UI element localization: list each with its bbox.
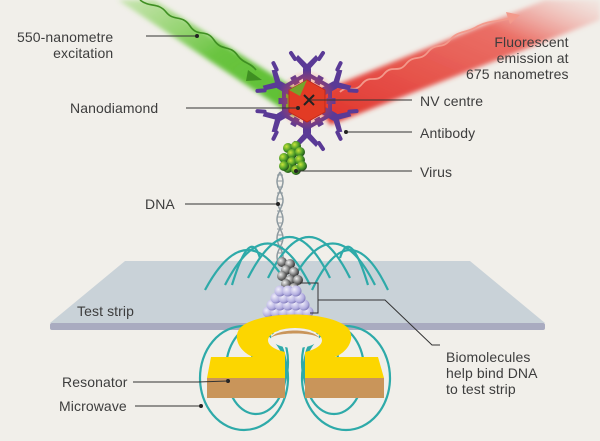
emission-beam [312,0,600,125]
antibody-fork [262,111,281,133]
excitation-beam-body [118,0,300,118]
microwave-arc [289,242,376,286]
label-antibody: Antibody [420,125,476,141]
leader-excitation-dot [195,34,199,38]
emission-arrowhead [506,12,520,24]
virus-particle [279,153,289,163]
leader-nanodiamond-dot [296,106,300,110]
microwave-arc [311,248,389,291]
leader-antibody-dot [344,130,348,134]
anchor-particle [277,271,287,281]
label-resonator: Resonator [62,374,128,390]
antibody-tip [335,61,359,93]
biomolecule-particle [274,285,286,297]
biomolecule-particle [282,285,294,297]
nanodiamond [277,70,337,130]
resonator-left-side [207,378,285,398]
excitation-beam [118,0,300,118]
antibody-fork [333,111,352,133]
antibody-tip [255,61,279,93]
microwave-arc [338,245,370,286]
excitation-wave [139,0,257,71]
label-emission: Fluorescent emission at 675 nanometres [466,34,569,82]
virus-particle [279,161,289,171]
label-excitation: 550-nanometre excitation [17,29,114,61]
resonator-hole-rim [271,330,319,338]
antibody-tip [335,109,359,141]
virus-particle [297,161,307,171]
anchor-particle [277,257,287,267]
label-virus: Virus [420,164,453,180]
leader-virus-dot [294,169,298,173]
microwave-loop [300,324,392,432]
leader-dna-dot [276,202,280,206]
label-test-strip: Test strip [77,303,135,319]
label-nanodiamond: Nanodiamond [70,100,159,116]
nv-centre-marker [303,94,315,106]
antibody-fork [333,69,352,91]
microwave-arc [230,245,262,286]
leader-lines [133,34,440,408]
microwave-field-upper [204,236,389,291]
resonator-top [207,314,384,378]
label-dna: DNA [145,196,175,212]
antibody-tip [289,51,325,61]
emission-wave [339,17,511,93]
emission-beam-body [312,0,600,125]
virus-particle [295,147,305,157]
label-nv-centre: NV centre [420,93,484,109]
antibody-arm [289,51,325,84]
nanodiamond-green-face [289,80,307,96]
antibody-fork [295,133,319,147]
antibody-tip [255,109,279,141]
leader-biomolecules-bracket [300,282,319,314]
leader-biomolecules [318,299,440,346]
resonator-right-side [305,378,384,398]
leader-microwave-dot [199,404,203,408]
excitation-arrowhead [246,70,262,81]
leader-resonator-ext [197,380,229,383]
anchor-particle [289,267,299,277]
virus [279,141,307,175]
biomolecules-cluster [262,285,314,318]
microwave-arc [247,236,331,279]
label-microwave: Microwave [59,398,127,414]
label-biomolecules: Biomolecules help bind DNA to test strip [446,349,538,397]
antibody-fork [295,55,319,69]
biomolecule-particle [290,285,302,297]
resonator [207,314,384,398]
virus-particle [287,149,297,159]
antibody-fork [262,69,281,91]
